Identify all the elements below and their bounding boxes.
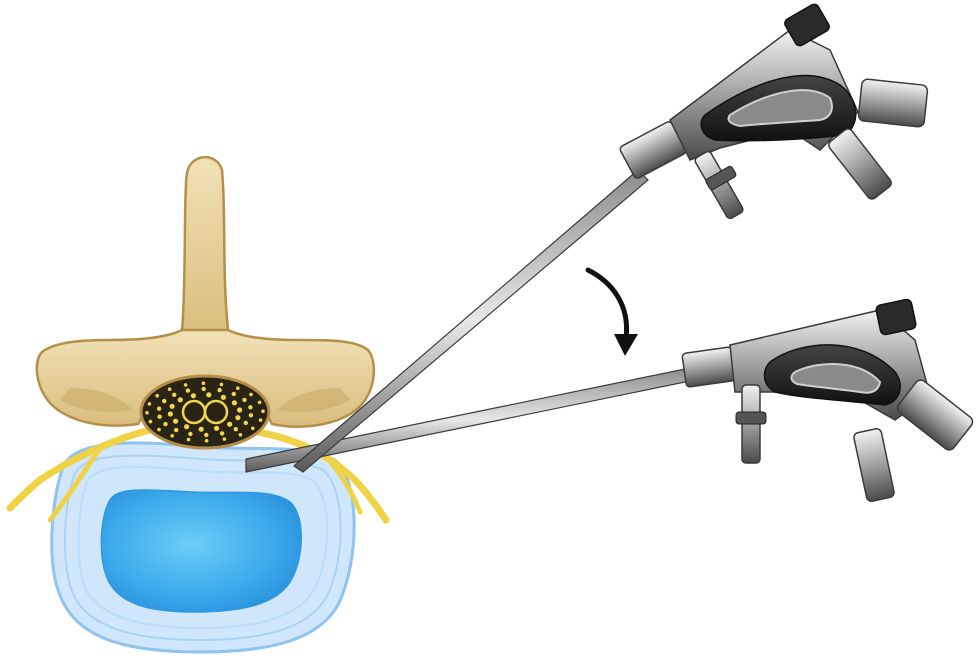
dura-dot bbox=[232, 392, 236, 396]
dura-dot bbox=[261, 409, 265, 413]
endoscope-upper-eyepiece bbox=[858, 79, 928, 128]
dura-dot bbox=[162, 399, 166, 403]
dura-dot bbox=[178, 397, 183, 402]
dura-dot bbox=[191, 393, 196, 398]
dura-dot bbox=[173, 419, 178, 424]
endoscope-upper-light-port bbox=[827, 127, 893, 201]
dura-dot bbox=[172, 393, 176, 397]
endoscope-lower-light-port bbox=[853, 428, 895, 502]
dura-dot bbox=[259, 418, 263, 422]
dura-dot bbox=[242, 398, 246, 402]
dura-dot bbox=[186, 388, 190, 392]
dura-dot bbox=[214, 426, 219, 431]
dura-dot bbox=[199, 427, 204, 432]
intervertebral-disc bbox=[52, 443, 354, 652]
dura-dot bbox=[187, 438, 191, 442]
dura-dot bbox=[239, 433, 243, 437]
dura-dot bbox=[220, 431, 224, 435]
dura-dot bbox=[223, 437, 227, 441]
dura-dot bbox=[204, 433, 208, 437]
dura-dot bbox=[157, 428, 161, 432]
dura-dot bbox=[149, 420, 153, 424]
dura-dot bbox=[220, 383, 224, 387]
dura-dot bbox=[157, 415, 161, 419]
dura-dot bbox=[234, 427, 238, 431]
dura-dot bbox=[202, 387, 206, 391]
dura-dot bbox=[174, 428, 178, 432]
endoscope-initial-position bbox=[294, 3, 928, 472]
dura-dot bbox=[206, 392, 211, 397]
endoscope-lower-valve-tap bbox=[736, 412, 766, 424]
dura-dot bbox=[148, 402, 152, 406]
dura-dot bbox=[163, 422, 167, 426]
spinous-process bbox=[182, 157, 228, 332]
dura-dot bbox=[184, 383, 188, 387]
endoscope-lower-collar bbox=[682, 347, 736, 388]
dura-dot bbox=[184, 424, 189, 429]
dura-dot bbox=[168, 387, 172, 391]
nucleus-pulposus bbox=[101, 490, 301, 612]
rotation-arrow-head bbox=[614, 334, 638, 356]
dura-dot bbox=[170, 434, 174, 438]
dura-dot bbox=[249, 393, 253, 397]
dura-dot bbox=[235, 415, 240, 420]
vertebra bbox=[37, 157, 374, 448]
dura-dot bbox=[232, 400, 237, 405]
dura-dot bbox=[157, 407, 161, 411]
dura-dot bbox=[248, 405, 252, 409]
dura-dot bbox=[249, 413, 253, 417]
dura-dot bbox=[145, 411, 149, 415]
dura-dot bbox=[155, 394, 159, 398]
rotation-arrow bbox=[588, 270, 638, 356]
dura-dot bbox=[170, 404, 175, 409]
dura-dot bbox=[188, 432, 192, 436]
dura-dot bbox=[168, 411, 173, 416]
dura-dot bbox=[244, 421, 248, 425]
dura-dot bbox=[205, 439, 209, 443]
endoscope-upper-shaft bbox=[294, 170, 648, 472]
endoscope-lower-knob bbox=[875, 299, 916, 336]
dura-dot bbox=[237, 407, 242, 412]
dura-dot bbox=[221, 395, 226, 400]
dura-dot bbox=[258, 401, 262, 405]
dura-dot bbox=[227, 422, 232, 427]
dura-dot bbox=[251, 427, 255, 431]
dura-dot bbox=[236, 386, 240, 390]
dura-dot bbox=[202, 381, 206, 385]
dura-dot bbox=[217, 388, 221, 392]
rotation-arrow-curve bbox=[588, 270, 627, 338]
